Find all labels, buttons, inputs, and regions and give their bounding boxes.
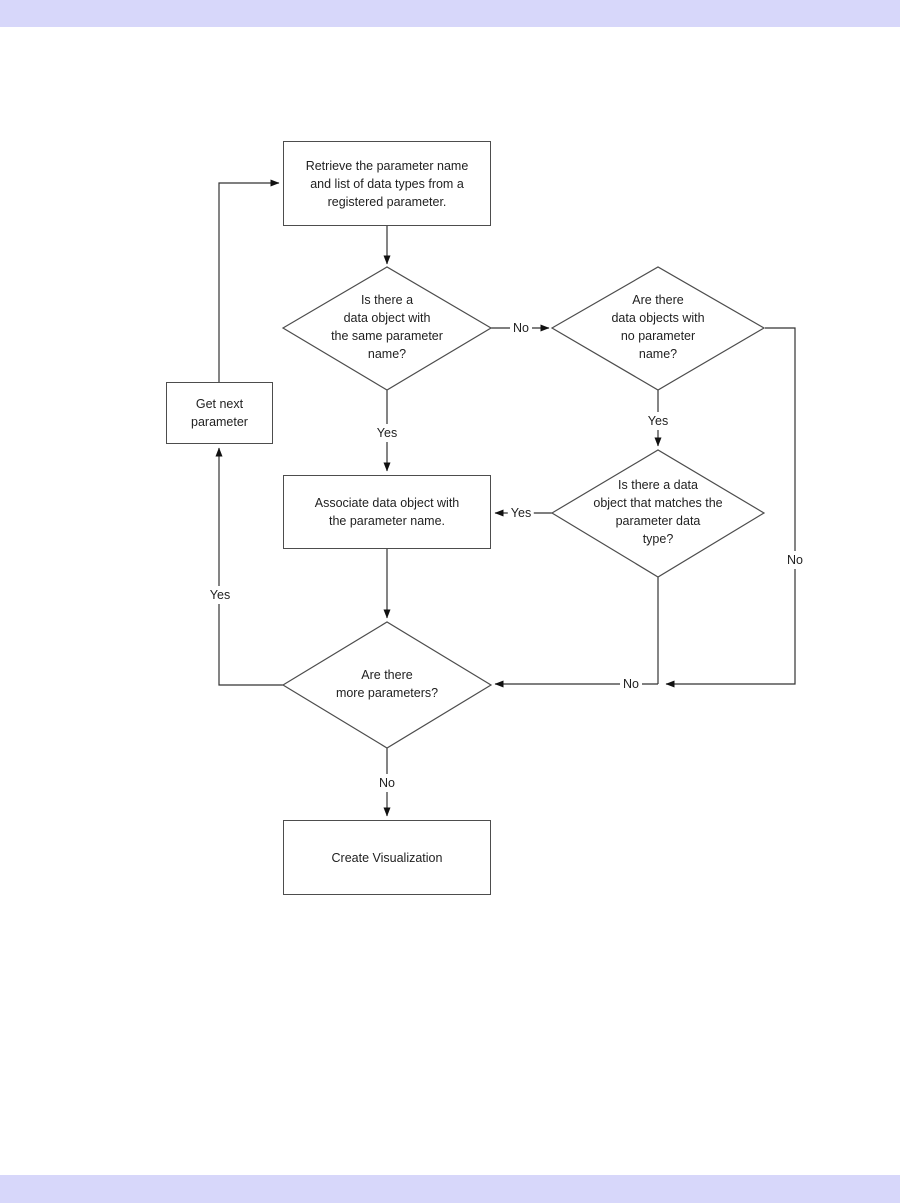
edge-label-yes-more-params: Yes xyxy=(206,586,234,604)
bottom-banner-bar xyxy=(0,1175,900,1203)
process-create-visualization-box: Create Visualization xyxy=(283,820,491,895)
edge-more-params-yes xyxy=(215,447,283,686)
process-retrieve-parameter-box: Retrieve the parameter name and list of … xyxy=(283,141,491,226)
decision-type-match-diamond xyxy=(550,449,766,578)
process-get-next-parameter-box: Get next parameter xyxy=(166,382,273,444)
edge-label-no-no-name: No xyxy=(784,551,806,569)
edge-get-next-to-retrieve xyxy=(218,179,280,382)
edge-label-yes-same-name: Yes xyxy=(373,424,401,442)
edge-no-name-no-loop xyxy=(665,327,796,688)
edge-label-no-more-params: No xyxy=(376,774,398,792)
top-banner-bar xyxy=(0,0,900,27)
decision-no-name-diamond xyxy=(550,266,766,391)
decision-more-params-diamond xyxy=(281,621,493,749)
edge-label-yes-type-match: Yes xyxy=(507,504,535,522)
edge-label-yes-no-name: Yes xyxy=(644,412,672,430)
decision-same-name-diamond xyxy=(281,266,493,391)
edge-label-no-type-match: No xyxy=(620,675,642,693)
edge-label-no-same-name: No xyxy=(510,319,532,337)
process-associate-data-object-box: Associate data object with the parameter… xyxy=(283,475,491,549)
